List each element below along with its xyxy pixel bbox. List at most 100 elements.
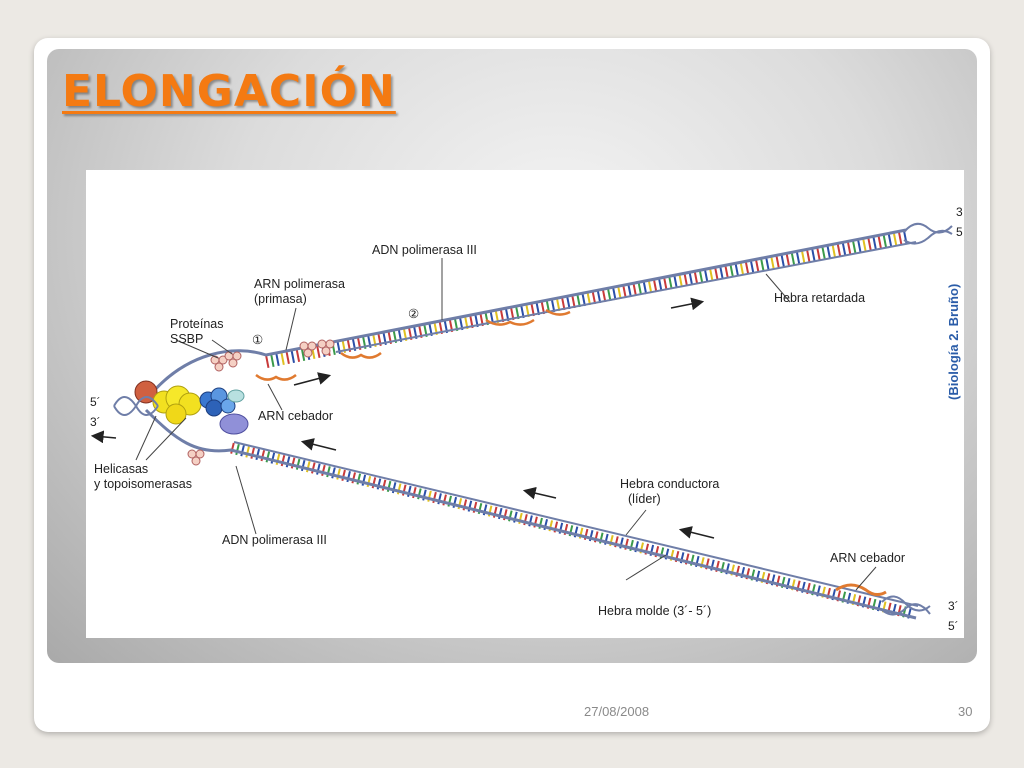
base-pair — [688, 273, 694, 286]
base-pair — [693, 272, 699, 285]
base-pair — [862, 239, 867, 252]
helicase-topoisomerase-complex — [134, 380, 249, 435]
base-pair — [714, 268, 719, 281]
base-pair — [734, 264, 740, 277]
base-pair — [852, 241, 857, 254]
bottom-right-helix-end — [881, 595, 931, 616]
top-right-helix-end — [903, 222, 953, 245]
label-ssbp: SSBP — [170, 332, 203, 346]
label-topoisomerasas: y topoisomerasas — [94, 477, 192, 491]
label-hebra-retardada: Hebra retardada — [774, 291, 865, 305]
label-hebra-molde: Hebra molde (3´- 5´) — [598, 604, 711, 618]
base-pair — [719, 267, 724, 280]
label-proteinas: Proteínas — [170, 317, 224, 331]
label-adn-polimerasa-bottom: ADN polimerasa III — [222, 533, 327, 547]
base-pair — [300, 348, 306, 361]
base-pair — [821, 247, 826, 260]
base-pair — [285, 456, 291, 468]
base-pair — [240, 445, 245, 457]
label-step-1: ① — [252, 333, 263, 347]
label-primasa: (primasa) — [254, 292, 307, 306]
base-pair — [295, 458, 301, 470]
base-pair — [806, 250, 811, 263]
ssb-proteins — [187, 339, 335, 466]
base-pair — [673, 276, 678, 289]
end-bottom-5: 5´ — [948, 619, 959, 633]
base-pair — [770, 257, 775, 270]
base-pair — [724, 266, 729, 279]
base-pair — [255, 448, 260, 461]
base-pair — [877, 236, 882, 249]
base-pair — [250, 447, 255, 459]
lagging-strand-backbone-outer — [144, 228, 907, 401]
base-pair — [230, 442, 235, 454]
base-pair — [898, 232, 903, 245]
label-step-2: ② — [408, 307, 419, 321]
base-pair — [785, 254, 791, 267]
base-pair — [704, 270, 709, 283]
base-pair — [305, 461, 311, 473]
base-pair — [617, 287, 622, 300]
base-pair — [311, 462, 316, 474]
label-lider: (líder) — [628, 492, 661, 506]
base-pair — [326, 466, 331, 478]
leading-strand-backbone-inner — [233, 441, 919, 607]
base-pair — [260, 450, 266, 462]
base-pair — [801, 251, 806, 264]
base-pair — [280, 352, 285, 365]
base-pair — [816, 248, 821, 261]
leading-strand-backbone-outer — [144, 408, 917, 620]
base-pair — [709, 269, 714, 282]
base-pair — [295, 349, 301, 362]
base-pair — [658, 279, 663, 292]
base-pair — [316, 345, 321, 358]
base-pair — [744, 262, 750, 275]
end-left-3: 3´ — [90, 415, 101, 429]
base-pair — [739, 263, 745, 276]
base-pair — [270, 452, 276, 464]
base-pair — [280, 455, 286, 467]
label-arn-cebador-top: ARN cebador — [258, 409, 333, 423]
base-pair — [841, 243, 847, 256]
lagging-strand-backbone-inner — [335, 241, 917, 353]
base-pair — [765, 258, 770, 271]
slide-page-number: 30 — [958, 704, 973, 719]
base-pair — [270, 354, 275, 367]
base-pair — [872, 237, 877, 250]
base-pair — [647, 281, 653, 294]
base-pair — [265, 355, 270, 368]
base-pair — [775, 256, 780, 269]
base-pair — [755, 260, 760, 273]
base-pair — [760, 259, 765, 272]
diagram-svg: ADN polimerasa III ARN polimerasa (prima… — [90, 205, 963, 633]
label-leader-lines — [135, 258, 877, 591]
base-pair — [729, 265, 734, 278]
base-pair — [795, 252, 801, 265]
source-credit: (Biología 2. Bruño) — [946, 284, 961, 400]
base-pair — [331, 467, 336, 479]
base-pair — [811, 249, 816, 262]
base-pair — [235, 443, 240, 456]
base-pair — [892, 233, 898, 246]
label-adn-polimerasa-top: ADN polimerasa III — [372, 243, 477, 257]
base-pair — [290, 350, 295, 363]
base-pair — [887, 234, 893, 247]
base-pair — [300, 459, 306, 472]
base-pair — [285, 351, 290, 364]
base-pair — [275, 453, 281, 465]
direction-arrows — [90, 297, 715, 539]
base-pair — [245, 446, 250, 458]
base-pair — [750, 261, 755, 274]
base-pair — [290, 457, 296, 469]
base-pair — [637, 283, 643, 296]
base-pair — [612, 288, 617, 301]
left-helix-end — [113, 396, 159, 416]
base-pair — [668, 277, 673, 290]
base-pair — [780, 255, 785, 268]
base-pair — [678, 275, 683, 288]
base-pair — [847, 242, 852, 255]
label-hebra-conductora: Hebra conductora — [620, 477, 719, 491]
label-arn-cebador-bottom: ARN cebador — [830, 551, 905, 565]
base-pair — [882, 235, 888, 248]
end-top-5: 5 — [956, 225, 963, 239]
